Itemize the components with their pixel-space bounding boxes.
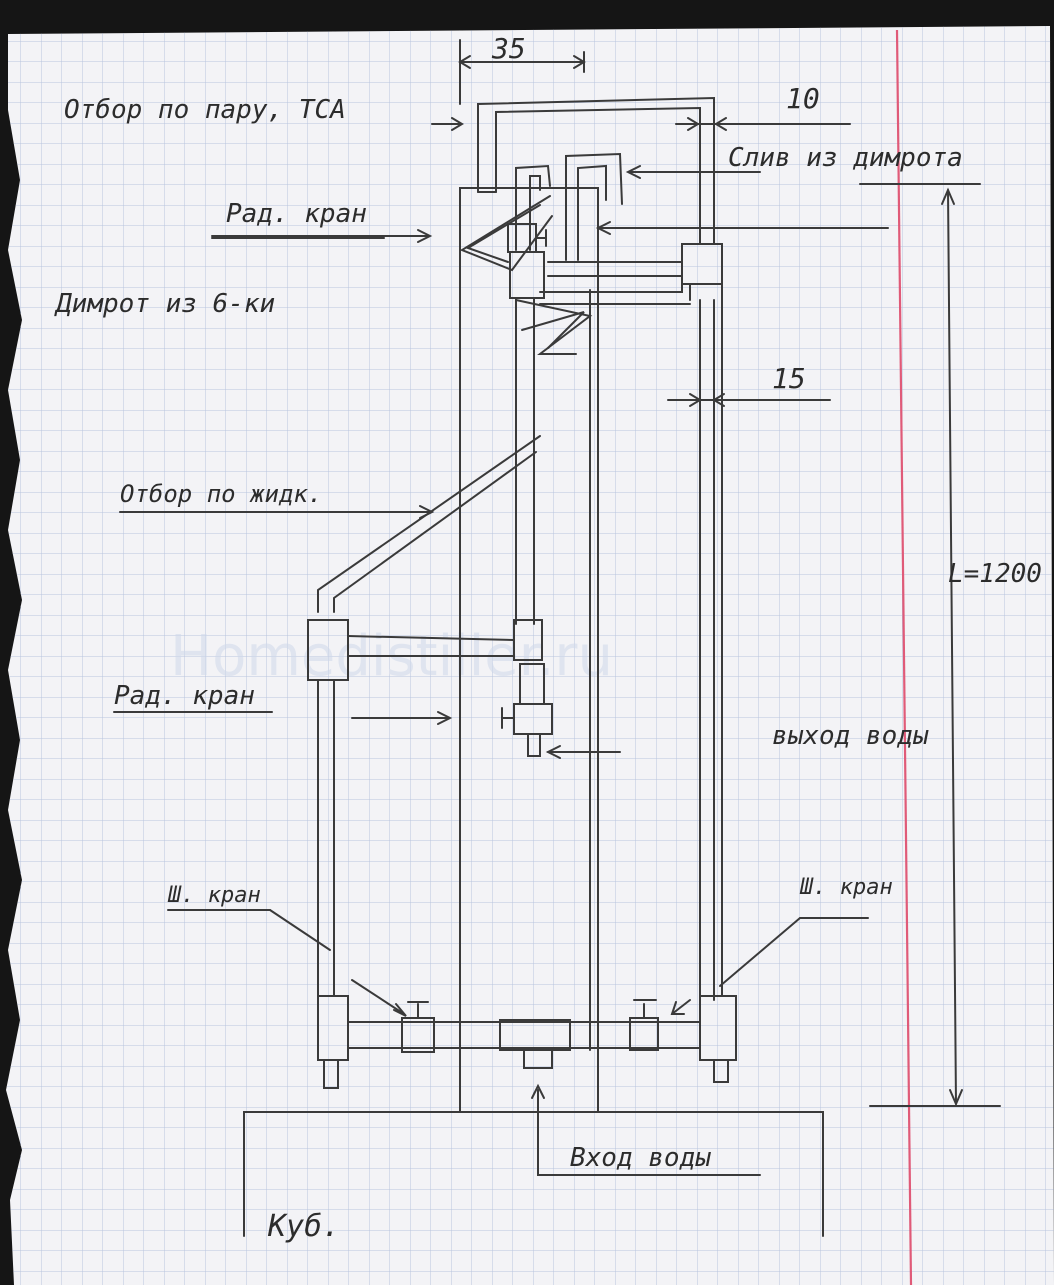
label-dim-15: 15 xyxy=(772,362,806,395)
annotations: Отбор по пару, ТСА 35 10 Слив из димрота… xyxy=(54,32,1042,1244)
margin-line xyxy=(895,29,913,1285)
label-ball-valve-right: Ш. кран xyxy=(799,875,893,900)
label-ball-valve-left: Ш. кран xyxy=(167,883,261,908)
label-length: L=1200 xyxy=(948,559,1042,589)
label-needle-valve-top: Рад. кран xyxy=(226,199,367,229)
label-dimroth-drain: Слив из димрота xyxy=(728,143,963,173)
label-dim-10: 10 xyxy=(786,82,820,115)
label-needle-valve-bottom: Рад. кран xyxy=(114,681,255,711)
label-liquid-takeoff: Отбор по жидк. xyxy=(120,480,322,508)
label-vapor-takeoff: Отбор по пару, ТСА xyxy=(64,95,346,125)
label-water-in: Вход воды xyxy=(570,1143,711,1173)
paper xyxy=(6,26,1054,1285)
drawing xyxy=(113,39,1001,1237)
label-dim-35: 35 xyxy=(491,32,526,65)
label-dimroth-from-6: Димрот из 6-ки xyxy=(54,289,275,319)
label-water-out: выход воды xyxy=(772,721,929,751)
vapor-pipe-inner xyxy=(495,106,701,245)
water-in-line xyxy=(537,1111,761,1176)
boiler-outline xyxy=(243,1111,824,1237)
label-boiler: Куб. xyxy=(267,1209,340,1244)
